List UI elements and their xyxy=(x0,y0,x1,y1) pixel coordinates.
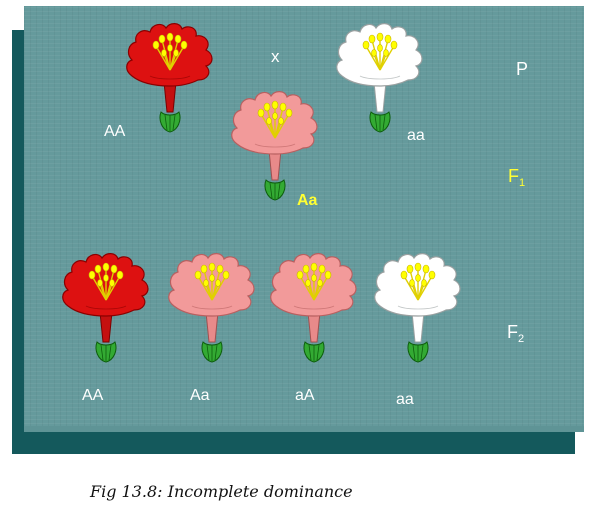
cross-symbol: x xyxy=(271,47,280,66)
f2-genotype-1: AA xyxy=(82,387,104,404)
f2-genotype-2: Aa xyxy=(190,387,210,404)
parent-left-genotype: AA xyxy=(104,123,126,140)
panel-bottom-edge xyxy=(24,426,584,432)
generation-label-p: P xyxy=(516,59,529,79)
white-flower-icon xyxy=(330,20,430,140)
red-flower-icon xyxy=(120,20,220,140)
red-flower-icon xyxy=(56,250,156,370)
generation-label-f1: F1 xyxy=(508,166,526,189)
pink-flower-icon xyxy=(162,250,262,370)
pink-flower-icon xyxy=(225,88,325,208)
caption-text: Fig 13.8: Incomplete dominance xyxy=(90,482,353,501)
f2-genotype-3: aA xyxy=(295,387,315,404)
generation-label-f2: F2 xyxy=(507,322,525,345)
diagram-panel xyxy=(24,6,584,432)
white-flower-icon xyxy=(368,250,468,370)
f1-genotype: Aa xyxy=(297,192,318,209)
f2-genotype-4: aa xyxy=(396,391,414,408)
pink-flower-icon xyxy=(264,250,364,370)
parent-right-genotype: aa xyxy=(407,127,425,144)
